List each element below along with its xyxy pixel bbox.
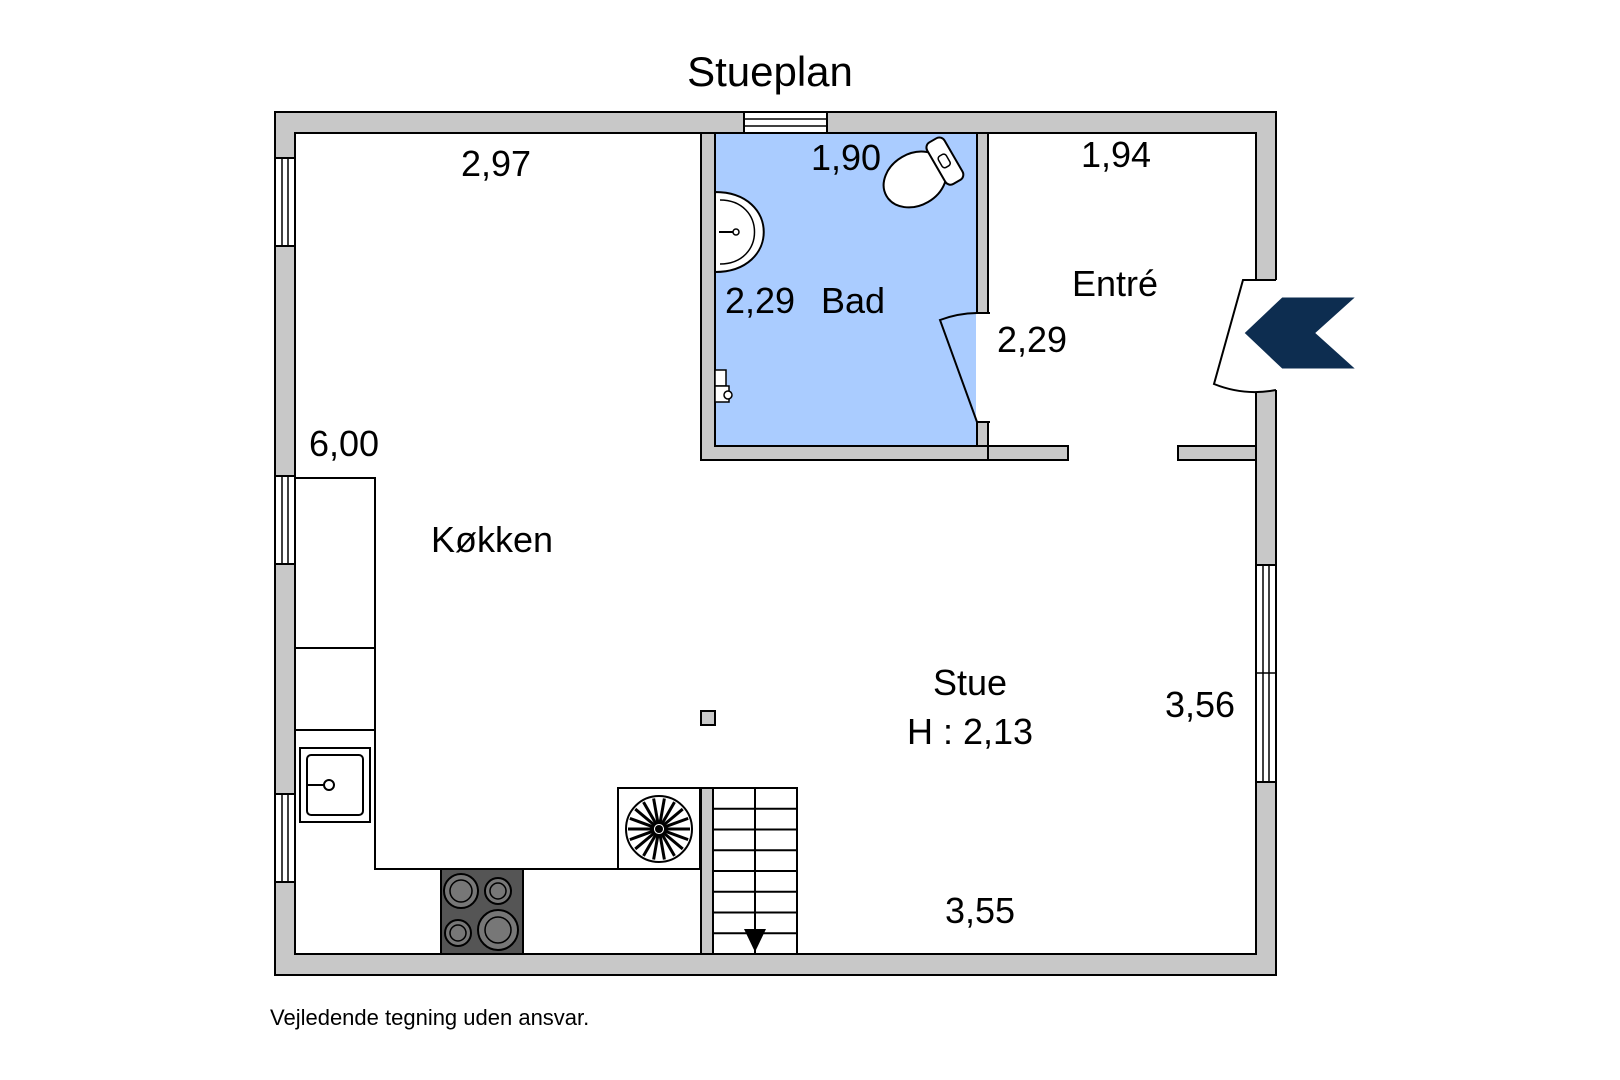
- stairs-icon: [712, 787, 798, 955]
- kitchen-length-label: 6,00: [309, 423, 379, 464]
- column-marker: [700, 710, 716, 726]
- bath-length-label: 2,29: [725, 280, 795, 321]
- entry-width-label: 1,94: [1081, 134, 1151, 175]
- window-left-top: [274, 157, 296, 247]
- window-left-bottom: [274, 793, 296, 883]
- chevron-left-icon: [1243, 296, 1358, 370]
- bathroom-entry-wall: [976, 132, 989, 447]
- kitchen-name-label: Køkken: [431, 519, 553, 560]
- disclaimer-text: Vejledende tegning uden ansvar.: [270, 1005, 589, 1030]
- plan-title: Stueplan: [687, 48, 853, 95]
- entry-length-label: 2,29: [997, 319, 1067, 360]
- window-right: [1255, 564, 1277, 783]
- toilet-icon: [882, 136, 965, 209]
- entry-name-label: Entré: [1072, 263, 1158, 304]
- window-left-middle: [274, 475, 296, 565]
- kitchen-counter: [295, 477, 701, 870]
- living-height-label: H : 2,13: [907, 711, 1033, 752]
- window-top: [743, 111, 828, 134]
- kitchen-width-label: 2,97: [461, 143, 531, 184]
- bathroom-door-opening: [976, 313, 990, 422]
- stove-icon: [440, 868, 524, 955]
- entrance-door: [1212, 279, 1278, 393]
- entry-partition-wall-right: [1177, 445, 1257, 461]
- sink-icon: [299, 747, 371, 823]
- bathroom-sink-icon: [714, 190, 765, 274]
- stair-wall: [700, 787, 714, 955]
- entry-partition-wall-left: [987, 445, 1069, 461]
- bath-width-label: 1,90: [811, 137, 881, 178]
- paper-holder-icon: [714, 369, 733, 403]
- living-length-label: 3,56: [1165, 684, 1235, 725]
- bathroom-door-swing: [938, 312, 978, 423]
- bath-name-label: Bad: [821, 280, 885, 321]
- living-name-label: Stue: [933, 662, 1007, 703]
- stove-heater-icon: [617, 787, 701, 870]
- living-width-label: 3,55: [945, 890, 1015, 931]
